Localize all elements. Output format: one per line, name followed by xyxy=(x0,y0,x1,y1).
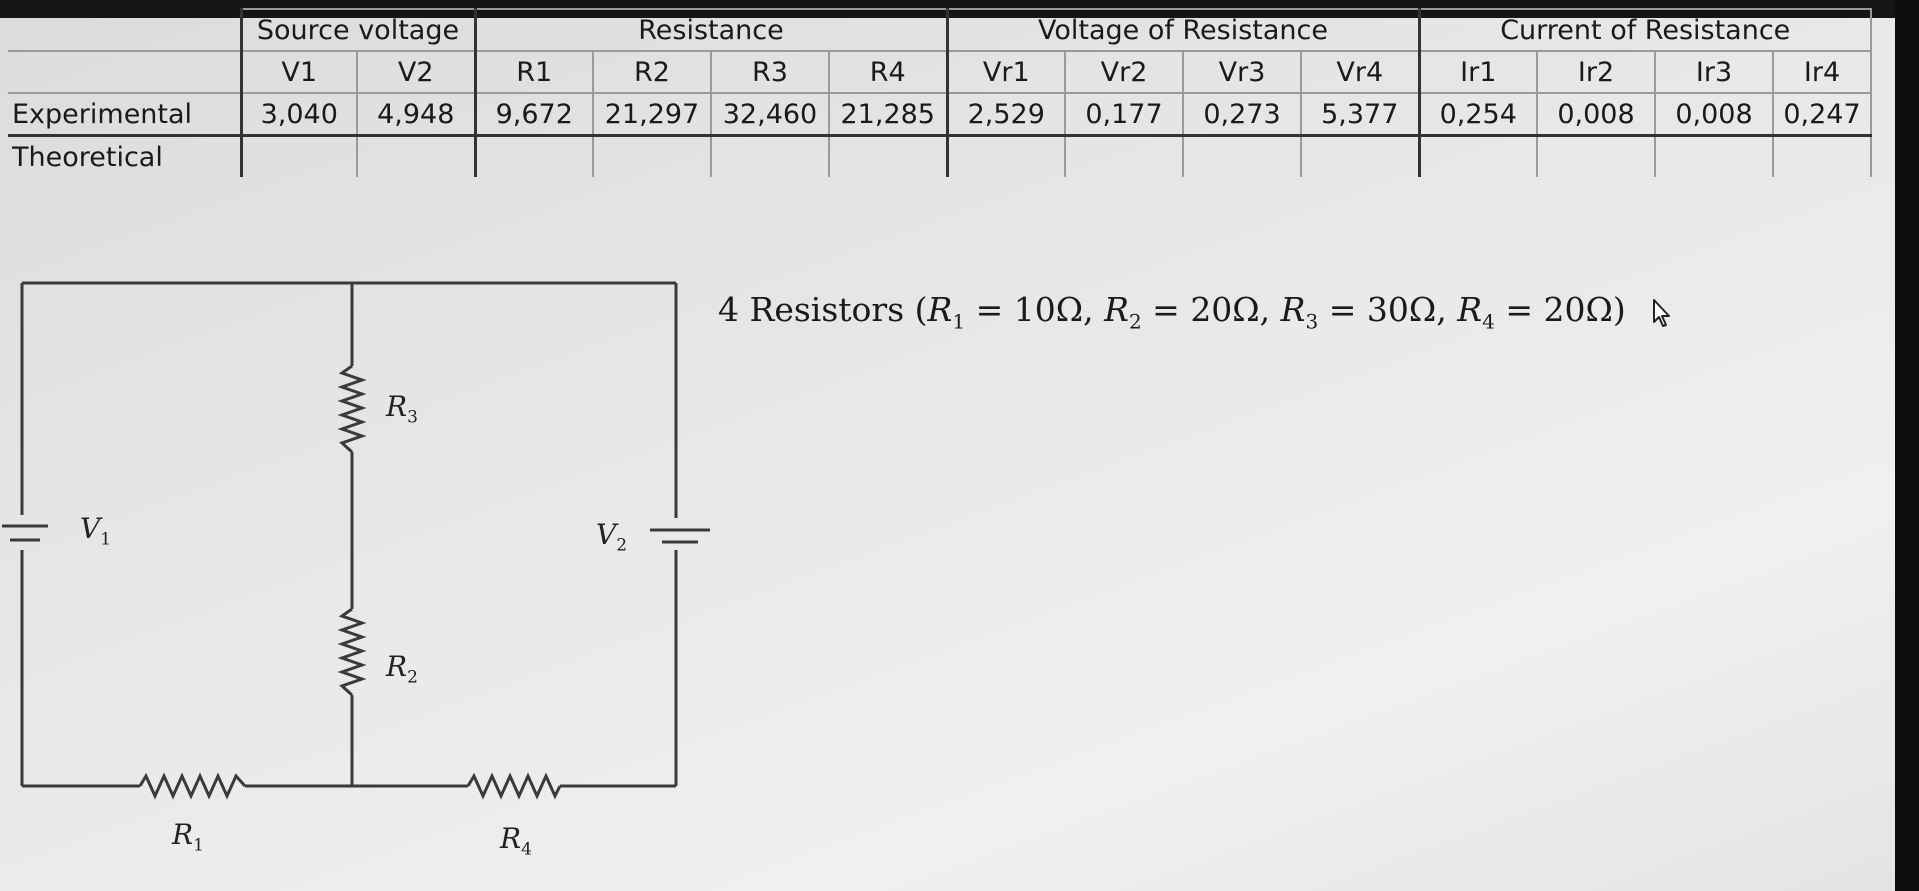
formula-close: ) xyxy=(1612,290,1626,329)
table-cell xyxy=(239,135,358,177)
formula-equals: = xyxy=(1318,290,1367,329)
resistor-r2 xyxy=(337,607,367,697)
table-cell xyxy=(1182,135,1302,177)
table-row-theoretical: Theoretical xyxy=(8,135,1872,177)
table-cell: 2,529 xyxy=(945,92,1066,137)
table-cell: 0,177 xyxy=(1064,92,1184,137)
formula-subscript: 4 xyxy=(1482,309,1495,334)
formula-symbol: R xyxy=(1104,290,1129,329)
column-header-ir1: Ir1 xyxy=(1417,50,1538,94)
battery-v1 xyxy=(2,524,48,542)
table-cell xyxy=(828,135,948,177)
formula-symbol: R xyxy=(927,290,953,329)
formula-value: 20Ω xyxy=(1190,290,1260,329)
column-header-vr2: Vr2 xyxy=(1064,50,1184,94)
formula-value: 20Ω xyxy=(1543,290,1613,329)
table-cell xyxy=(1417,135,1538,177)
group-header-resistance: Resistance xyxy=(473,8,948,52)
formula-subscript: 2 xyxy=(1128,309,1142,334)
column-header-r1: R1 xyxy=(473,50,594,94)
formula-symbol: R xyxy=(1457,290,1483,329)
formula-separator: , xyxy=(1083,290,1105,329)
formula-value: 30Ω xyxy=(1366,290,1437,329)
mouse-pointer-icon xyxy=(1653,299,1670,327)
formula-equals: = xyxy=(965,290,1014,329)
column-header-vr3: Vr3 xyxy=(1182,50,1302,94)
column-header-r4: R4 xyxy=(828,50,948,94)
column-header-ir2: Ir2 xyxy=(1536,50,1656,94)
formula-subscript: 3 xyxy=(1305,309,1319,334)
formula-separator: , xyxy=(1436,290,1458,329)
table-cell: 0,008 xyxy=(1536,92,1656,137)
formula-term: R1 = 10Ω xyxy=(927,290,1084,334)
label-v1: V1 xyxy=(80,512,112,550)
group-header-row: Source voltage Resistance Voltage of Res… xyxy=(8,8,1872,52)
label-r3: R3 xyxy=(386,390,418,428)
table-cell: 5,377 xyxy=(1300,92,1420,137)
resistor-values-formula: 4 Resistors (R1 = 10Ω, R2 = 20Ω, R3 = 30… xyxy=(718,290,1626,334)
formula-separator: , xyxy=(1259,290,1281,329)
table-cell: 0,247 xyxy=(1772,92,1872,137)
table-cell: 21,297 xyxy=(592,92,712,137)
formula-equals: = xyxy=(1141,290,1191,329)
formula-equals: = xyxy=(1494,290,1544,329)
column-header-ir3: Ir3 xyxy=(1654,50,1774,94)
resistor-r1 xyxy=(138,772,247,800)
corner-cell xyxy=(8,9,242,52)
table-cell xyxy=(356,135,476,177)
measurement-table: Source voltage Resistance Voltage of Res… xyxy=(8,8,1872,177)
table-cell xyxy=(592,135,712,177)
group-header-source-voltage: Source voltage xyxy=(239,8,476,52)
column-header-vr1: Vr1 xyxy=(945,50,1066,94)
resistor-r4 xyxy=(466,772,562,800)
table-cell xyxy=(1536,135,1656,177)
label-r2: R2 xyxy=(386,650,418,688)
formula-term: R3 = 30Ω xyxy=(1280,290,1437,334)
table-cell: 0,008 xyxy=(1654,92,1774,137)
table-cell: 21,285 xyxy=(828,92,948,137)
table-cell xyxy=(1300,135,1420,177)
table-cell xyxy=(1064,135,1184,177)
table-cell xyxy=(710,135,830,177)
formula-items: R1 = 10Ω, R2 = 20Ω, R3 = 30Ω, R4 = 20Ω xyxy=(927,290,1613,334)
group-header-voltage: Voltage of Resistance xyxy=(945,8,1420,52)
table-cell: 0,273 xyxy=(1182,92,1302,137)
column-header-ir4: Ir4 xyxy=(1772,50,1872,94)
column-header-vr4: Vr4 xyxy=(1300,50,1420,94)
column-header-r2: R2 xyxy=(592,50,712,94)
label-r4: R4 xyxy=(500,822,532,860)
table-cell xyxy=(1772,135,1872,177)
corner-cell xyxy=(8,51,242,94)
table-cell: 32,460 xyxy=(710,92,830,137)
table-cell: 3,040 xyxy=(239,92,358,137)
row-label: Experimental xyxy=(8,93,242,137)
table-cell: 0,254 xyxy=(1417,92,1538,137)
table-cell xyxy=(1654,135,1774,177)
group-header-current: Current of Resistance xyxy=(1417,8,1872,52)
formula-value: 10Ω xyxy=(1013,290,1084,329)
column-header-v2: V2 xyxy=(356,50,476,94)
table-cell xyxy=(945,135,1066,177)
formula-term: R4 = 20Ω xyxy=(1457,290,1613,334)
label-v2: V2 xyxy=(596,518,628,556)
formula-prefix: 4 Resistors ( xyxy=(718,290,928,329)
column-header-v1: V1 xyxy=(239,50,358,94)
table-cell: 9,672 xyxy=(473,92,594,137)
resistor-r3 xyxy=(337,364,367,454)
column-header-r3: R3 xyxy=(710,50,830,94)
battery-v2 xyxy=(650,528,710,544)
table-cell xyxy=(473,135,594,177)
monitor-bezel xyxy=(1895,0,1919,891)
table-cell: 4,948 xyxy=(356,92,476,137)
formula-term: R2 = 20Ω xyxy=(1104,290,1260,334)
row-label: Theoretical xyxy=(8,135,242,177)
label-r1: R1 xyxy=(172,818,204,856)
formula-subscript: 1 xyxy=(952,309,966,334)
formula-symbol: R xyxy=(1280,290,1306,329)
